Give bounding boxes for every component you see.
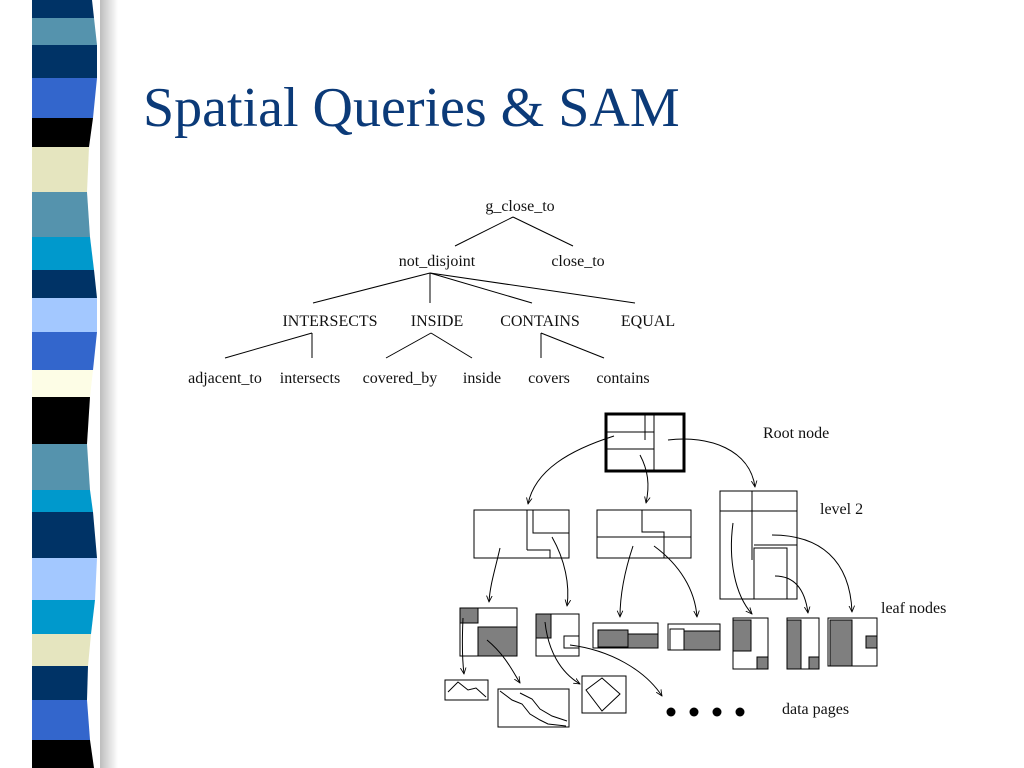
data-page-3	[581, 675, 627, 714]
strip-band	[32, 370, 93, 397]
node-inside: inside	[463, 370, 501, 387]
leaf-node-3	[592, 622, 659, 649]
strip-band	[32, 78, 97, 118]
node-close-to: close_to	[551, 253, 604, 270]
rtree-diagram: Root node level 2 leaf nodes data pages	[444, 412, 946, 728]
rtree-data-pages	[444, 675, 627, 728]
strip-band	[32, 634, 91, 666]
hierarchy-edges	[224, 216, 636, 359]
strip-band	[32, 147, 89, 192]
strip-band	[32, 700, 90, 740]
strip-band	[32, 740, 94, 768]
decorative-color-strip	[0, 0, 118, 768]
rtree-level2-node-2	[596, 509, 692, 559]
node-equal: EQUAL	[621, 313, 675, 330]
ellipsis-dot	[666, 707, 676, 717]
data-page-2	[497, 688, 570, 728]
leaf-node-6	[786, 617, 820, 670]
label-leaf-nodes: leaf nodes	[881, 600, 946, 617]
strip-band	[32, 237, 94, 270]
node-contains-upper: CONTAINS	[500, 313, 580, 330]
node-adjacent-to: adjacent_to	[188, 370, 262, 387]
strip-band	[32, 270, 97, 298]
leaf-node-4	[667, 623, 721, 651]
strip-band	[32, 444, 90, 490]
node-not-disjoint: not_disjoint	[399, 253, 476, 270]
ellipsis-dot	[712, 707, 722, 717]
node-g-close-to: g_close_to	[485, 198, 554, 215]
strip-band	[32, 397, 90, 444]
topology-hierarchy: g_close_to not_disjoint close_to INTERSE…	[188, 198, 675, 387]
strip-white-edge	[0, 0, 32, 768]
strip-band	[32, 45, 97, 78]
label-level-2: level 2	[820, 501, 863, 518]
rtree-pointer-arrows	[462, 435, 852, 696]
node-covered-by: covered_by	[363, 370, 438, 387]
strip-band	[32, 490, 93, 512]
strip-band	[32, 666, 88, 700]
node-intersects: intersects	[280, 370, 340, 387]
leaf-node-5	[732, 617, 769, 670]
strip-band	[32, 18, 97, 45]
rtree-leaf-nodes	[459, 607, 878, 670]
strip-band	[32, 332, 97, 370]
strip-band	[32, 0, 94, 18]
rtree-level2-node-3	[719, 490, 798, 600]
node-covers: covers	[528, 370, 570, 387]
node-contains: contains	[596, 370, 649, 387]
strip-band	[32, 298, 97, 332]
strip-band	[32, 192, 90, 237]
leaf-node-7	[827, 617, 878, 667]
ellipsis-dots	[666, 707, 745, 717]
slide-title: Spatial Queries & SAM	[143, 77, 680, 139]
data-page-1	[444, 679, 489, 701]
rtree-level2-node-1	[473, 509, 570, 559]
rtree-root-node	[604, 412, 686, 473]
strip-band	[32, 558, 97, 600]
node-inside-upper: INSIDE	[411, 313, 463, 330]
leaf-node-2	[535, 613, 580, 657]
leaf-node-1	[459, 607, 518, 657]
strip-bands	[0, 0, 97, 768]
strip-band	[32, 118, 93, 147]
label-root-node: Root node	[763, 425, 829, 442]
label-data-pages: data pages	[782, 701, 849, 718]
ellipsis-dot	[735, 707, 745, 717]
node-intersects-upper: INTERSECTS	[282, 313, 377, 330]
strip-band	[32, 512, 97, 558]
ellipsis-dot	[689, 707, 699, 717]
strip-band	[32, 600, 95, 634]
